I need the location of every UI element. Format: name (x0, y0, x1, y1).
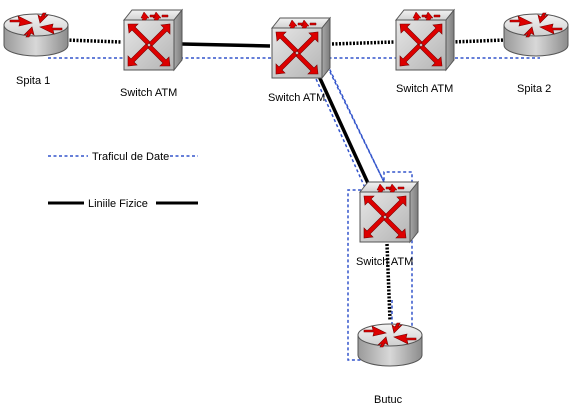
label-switch-2: Switch ATM (268, 92, 325, 104)
link-switch2-switch3 (331, 40, 395, 46)
atm-switch-3[interactable] (395, 9, 455, 71)
physical-links (65, 38, 506, 321)
atm-switch-icon (395, 9, 455, 71)
atm-switch-2[interactable] (271, 17, 331, 79)
label-switch-3: Switch ATM (396, 83, 453, 95)
label-butuc: Butuc (374, 394, 403, 406)
traffic-path-branch (329, 71, 387, 187)
router-butuc[interactable] (357, 322, 423, 367)
label-spita-2: Spita 2 (517, 83, 551, 95)
atm-switch-icon (271, 17, 331, 79)
link-switch3-spita2 (451, 38, 506, 44)
atm-switch-icon (359, 181, 419, 243)
router-spita-1[interactable] (3, 12, 69, 57)
traffic-path-inner-to-butuc (317, 57, 413, 351)
atm-switch-icon (123, 9, 183, 71)
router-icon (3, 12, 69, 57)
router-icon (357, 322, 423, 367)
label-switch-4: Switch ATM (356, 256, 413, 268)
legend-physical-lines-label: Liniile Fizice (88, 198, 148, 210)
link-switch1-switch2 (181, 42, 271, 48)
label-spita-1: Spita 1 (16, 75, 50, 87)
legend-data-traffic-label: Traficul de Date (92, 151, 169, 163)
link-switch4-butuc (385, 243, 392, 321)
atm-switch-4[interactable] (359, 181, 419, 243)
link-switch2-switch4 (316, 73, 374, 193)
label-switch-1: Switch ATM (120, 87, 177, 99)
link-spita1-switch1 (65, 38, 123, 44)
legend: Traficul de Date Liniile Fizice (48, 151, 198, 210)
router-icon (503, 12, 569, 57)
atm-switch-1[interactable] (123, 9, 183, 71)
router-spita-2[interactable] (503, 12, 569, 57)
